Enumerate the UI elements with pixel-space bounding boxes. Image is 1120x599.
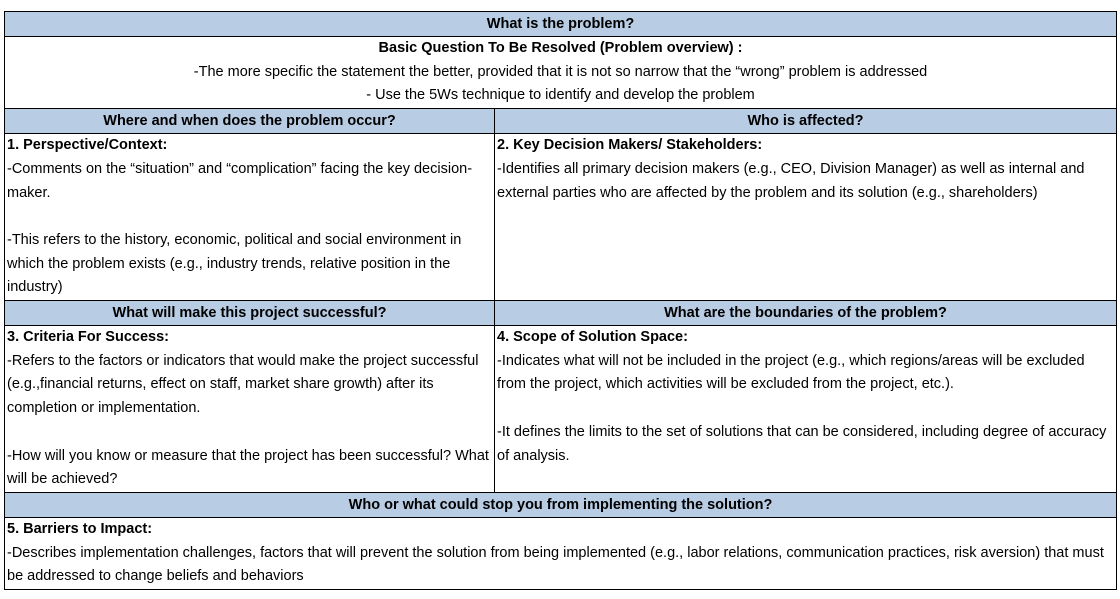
- problem-overview-line-2: - Use the 5Ws technique to identify and …: [366, 87, 755, 104]
- problem-overview-cell: Basic Question To Be Resolved (Problem o…: [3, 35, 1118, 110]
- success-header: What will make this project successful?: [112, 305, 387, 322]
- barriers-cell: 5. Barriers to Impact: -Describes implem…: [3, 516, 1118, 591]
- perspective-context-para-1: -Comments on the “situation” and “compli…: [7, 160, 473, 201]
- problem-header: What is the problem?: [486, 16, 635, 32]
- scope-solution-para-1: -Indicates what will not be included in …: [497, 352, 1085, 393]
- perspective-context-para-2: -This refers to the history, economic, p…: [7, 231, 462, 296]
- success-header-cell: What will make this project successful?: [4, 300, 495, 327]
- who-affected-header: Who is affected?: [747, 113, 864, 130]
- scope-solution-cell: 4. Scope of Solution Space: -Indicates w…: [493, 325, 1118, 493]
- barriers-para-1: -Describes implementation challenges, fa…: [7, 544, 1104, 585]
- where-when-header-cell: Where and when does the problem occur?: [4, 108, 495, 135]
- stakeholders-para-1: -Identifies all primary decision makers …: [497, 160, 1085, 201]
- stakeholders-title: 2. Key Decision Makers/ Stakeholders:: [497, 137, 763, 154]
- boundaries-header: What are the boundaries of the problem?: [664, 305, 947, 322]
- boundaries-header-cell: What are the boundaries of the problem?: [493, 300, 1118, 327]
- stakeholders-cell: 2. Key Decision Makers/ Stakeholders: -I…: [493, 133, 1118, 302]
- problem-overview-title: Basic Question To Be Resolved (Problem o…: [378, 40, 743, 56]
- barriers-header-cell: Who or what could stop you from implemen…: [3, 491, 1118, 518]
- criteria-success-para-2: -How will you know or measure that the p…: [7, 447, 489, 488]
- criteria-success-cell: 3. Criteria For Success: -Refers to the …: [4, 325, 495, 493]
- perspective-context-cell: 1. Perspective/Context: -Comments on the…: [4, 133, 495, 302]
- scope-solution-title: 4. Scope of Solution Space:: [497, 329, 688, 346]
- where-when-header: Where and when does the problem occur?: [103, 113, 396, 130]
- perspective-context-title: 1. Perspective/Context:: [7, 137, 168, 154]
- problem-header-cell: What is the problem?: [3, 11, 1118, 37]
- criteria-success-para-1: -Refers to the factors or indicators tha…: [7, 352, 479, 417]
- problem-definition-worksheet: What is the problem? Basic Question To B…: [3, 11, 1118, 591]
- problem-overview-line-1: -The more specific the statement the bet…: [193, 63, 928, 80]
- who-affected-header-cell: Who is affected?: [493, 108, 1118, 135]
- criteria-success-title: 3. Criteria For Success:: [7, 329, 169, 346]
- scope-solution-para-2: -It defines the limits to the set of sol…: [497, 423, 1107, 464]
- barriers-header: Who or what could stop you from implemen…: [348, 496, 773, 513]
- barriers-title: 5. Barriers to Impact:: [7, 520, 153, 537]
